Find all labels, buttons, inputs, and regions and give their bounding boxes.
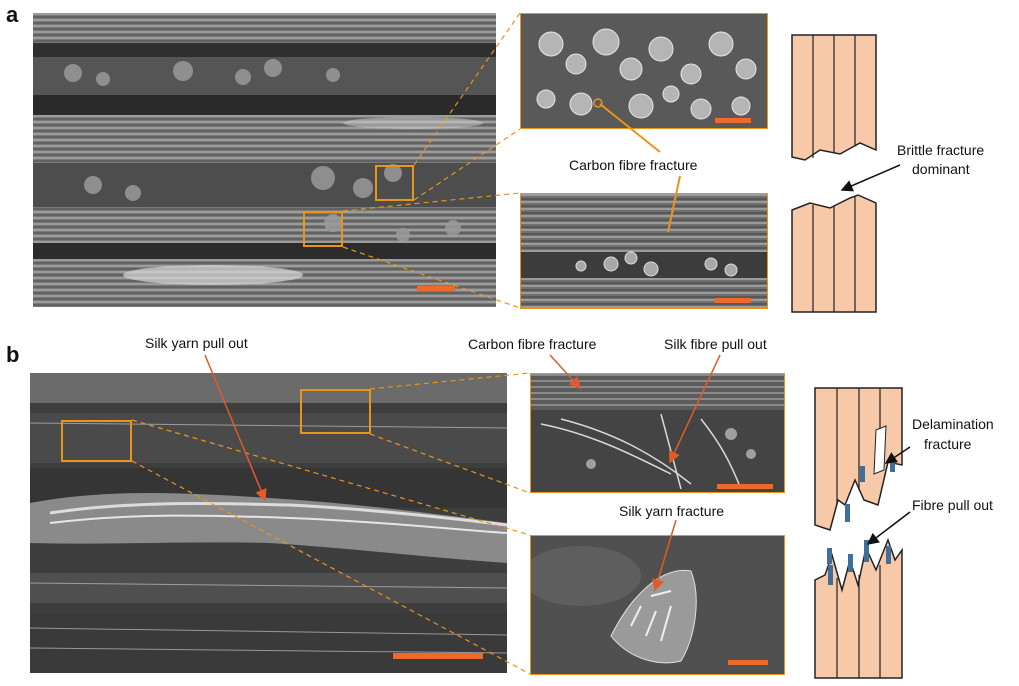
sem-image-a-zoom-bottom	[520, 193, 768, 309]
panel-b-letter: b	[6, 342, 20, 367]
label-b-fibre-pull-out: Fibre pull out	[912, 497, 993, 513]
highlight-box-a-top	[375, 165, 414, 201]
label-b-silk-yarn-pull-out: Silk yarn pull out	[145, 335, 248, 351]
label-a-carbon-fibre-fracture: Carbon fibre fracture	[569, 157, 698, 173]
schematic-b-pull-out	[814, 387, 911, 679]
sem-image-a-main	[33, 13, 496, 307]
panel-a-letter: a	[6, 2, 19, 27]
sem-image-a-zoom-top	[520, 13, 768, 129]
label-a-brittle-fracture-line1: Brittle fracture	[897, 142, 985, 158]
highlight-box-a-bottom	[303, 211, 343, 247]
highlight-box-b-right	[300, 389, 371, 434]
label-b-silk-fibre-pull-out: Silk fibre pull out	[664, 336, 767, 352]
label-b-delamination-line1: Delamination	[912, 416, 994, 432]
sem-image-b-main	[30, 373, 507, 673]
scale-bar-a-zoom-bottom	[715, 298, 751, 303]
scale-bar-b-zoom-bottom	[728, 660, 768, 665]
highlight-box-b-left	[61, 420, 132, 462]
scale-bar-b-zoom-top	[717, 484, 773, 489]
label-b-silk-yarn-fracture: Silk yarn fracture	[619, 503, 725, 519]
label-b-delamination-line2: fracture	[924, 436, 972, 452]
sem-image-b-zoom-top	[530, 373, 785, 493]
scale-bar-b-main	[393, 653, 483, 659]
schematic-a-brittle	[791, 34, 901, 313]
scale-bar-a-main	[417, 286, 455, 291]
scale-bar-a-zoom-top	[715, 118, 751, 123]
label-a-brittle-fracture-line2: dominant	[912, 161, 970, 177]
label-b-carbon-fibre-fracture: Carbon fibre fracture	[468, 336, 597, 352]
sem-image-b-zoom-bottom	[530, 535, 785, 675]
